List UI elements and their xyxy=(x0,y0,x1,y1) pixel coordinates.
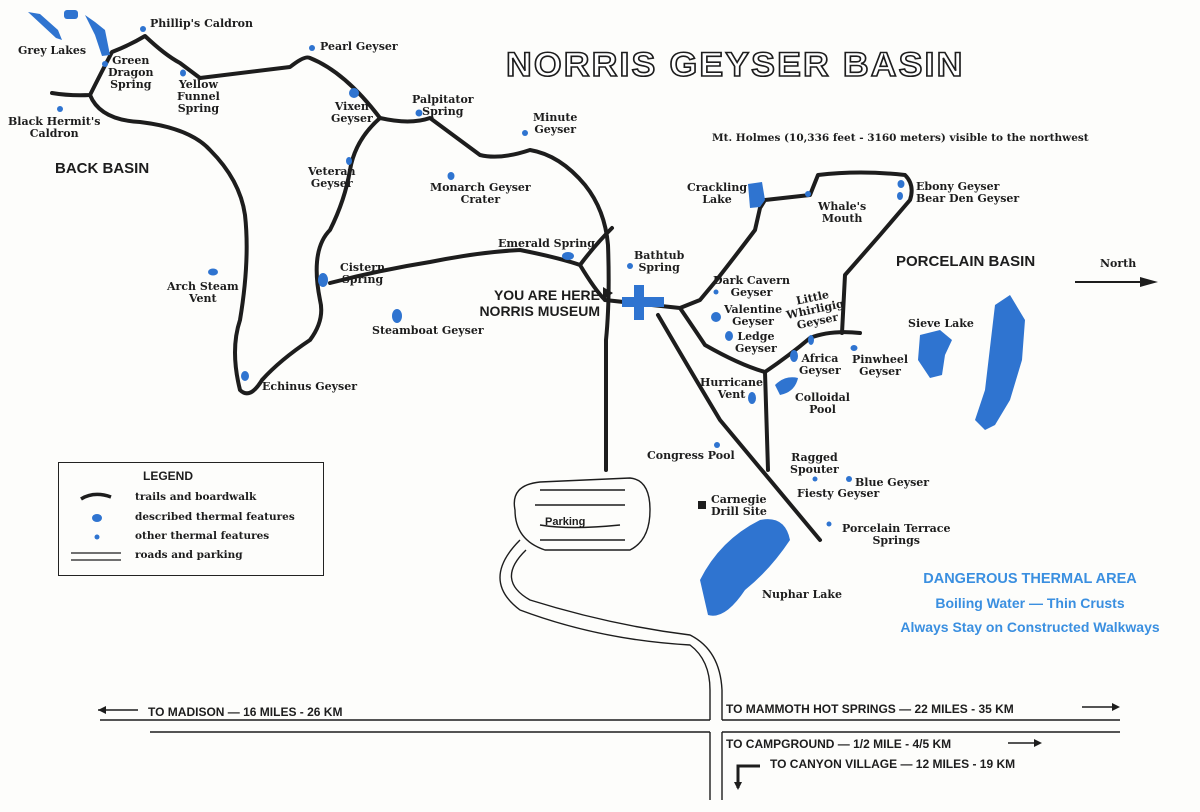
label-ledge: Ledge Geyser xyxy=(735,330,777,355)
legend: LEGEND trails and boardwalk described th… xyxy=(58,462,324,576)
arrowheads xyxy=(98,277,1158,790)
label-carnegie: Carnegie Drill Site xyxy=(711,493,767,518)
legend-other: other thermal features xyxy=(135,530,270,542)
label-veteran: Veteran Geyser xyxy=(308,165,356,190)
label-africa: Africa Geyser xyxy=(799,352,841,377)
label-whales-mouth: Whale's Mouth xyxy=(818,200,867,225)
you-are-here-arrow xyxy=(603,287,613,300)
label-yellow-funnel: Yellow Funnel Spring xyxy=(177,78,220,115)
label-valentine: Valentine Geyser xyxy=(724,303,783,328)
legend-title: LEGEND xyxy=(143,469,194,483)
map-title: NORRIS GEYSER BASIN xyxy=(505,45,965,85)
label-congress: Congress Pool xyxy=(647,449,735,462)
label-ragged: Ragged Spouter xyxy=(790,451,839,476)
label-pearl-geyser: Pearl Geyser xyxy=(320,40,398,53)
legend-trails: trails and boardwalk xyxy=(135,491,257,503)
label-cistern: Cistern Spring xyxy=(340,261,385,286)
label-nuphar: Nuphar Lake xyxy=(762,588,842,601)
label-sieve: Sieve Lake xyxy=(908,317,974,330)
parking-label: Parking xyxy=(545,516,586,528)
drill-site-marker xyxy=(698,501,706,509)
label-fiesty: Fiesty Geyser xyxy=(797,487,880,500)
label-emerald: Emerald Spring xyxy=(498,237,595,250)
legend-roads: roads and parking xyxy=(135,549,243,561)
label-pinwheel: Pinwheel Geyser xyxy=(852,353,909,378)
road-madison: TO MADISON — 16 MILES - 26 KM xyxy=(148,705,343,719)
label-minute: Minute Geyser xyxy=(533,111,578,136)
label-ebony-bearden: Ebony Geyser Bear Den Geyser xyxy=(916,180,1020,205)
museum-text: NORRIS MUSEUM xyxy=(479,303,600,319)
label-hurricane: Hurricane Vent xyxy=(700,376,763,401)
warning-line-3: Always Stay on Constructed Walkways xyxy=(900,619,1160,635)
label-grey-lakes: Grey Lakes xyxy=(18,44,87,57)
label-vixen: Vixen Geyser xyxy=(331,100,373,125)
thermal-features xyxy=(28,10,1025,616)
label-green-dragon: Green Dragon Spring xyxy=(108,54,154,91)
region-back-basin: BACK BASIN xyxy=(55,160,150,177)
label-black-hermit: Black Hermit's Caldron xyxy=(8,115,101,140)
legend-described: described thermal features xyxy=(135,511,295,523)
legend-symbols xyxy=(71,492,121,561)
label-arch-steam: Arch Steam Vent xyxy=(167,280,239,305)
label-colloidal: Colloidal Pool xyxy=(795,391,850,416)
label-palpitator: Palpitator Spring xyxy=(412,93,474,118)
label-phillips-caldron: Phillip's Caldron xyxy=(150,17,253,30)
label-bathtub: Bathtub Spring xyxy=(634,249,685,274)
road-mammoth: TO MAMMOTH HOT SPRINGS — 22 MILES - 35 K… xyxy=(726,702,1014,716)
road-campground: TO CAMPGROUND — 1/2 MILE - 4/5 KM xyxy=(726,737,952,751)
label-dark-cavern: Dark Cavern Geyser xyxy=(713,274,790,299)
label-blue-geyser: Blue Geyser xyxy=(855,476,930,489)
road-canyon: TO CANYON VILLAGE — 12 MILES - 19 KM xyxy=(770,757,1016,771)
region-porcelain-basin: PORCELAIN BASIN xyxy=(896,253,1036,270)
warning-title: DANGEROUS THERMAL AREA xyxy=(923,571,1137,587)
trails xyxy=(50,34,914,542)
label-crackling: Crackling Lake xyxy=(687,181,748,206)
mt-holmes-note: Mt. Holmes (10,336 feet - 3160 meters) v… xyxy=(712,132,1089,144)
you-are-here-text: YOU ARE HERE xyxy=(493,287,600,303)
label-monarch: Monarch Geyser Crater xyxy=(430,181,531,206)
label-echinus: Echinus Geyser xyxy=(262,380,358,393)
warning-line-2: Boiling Water — Thin Crusts xyxy=(935,595,1125,611)
label-steamboat: Steamboat Geyser xyxy=(372,324,484,337)
label-porcelain-terrace: Porcelain Terrace Springs xyxy=(842,522,951,547)
north-label: North xyxy=(1100,257,1137,270)
